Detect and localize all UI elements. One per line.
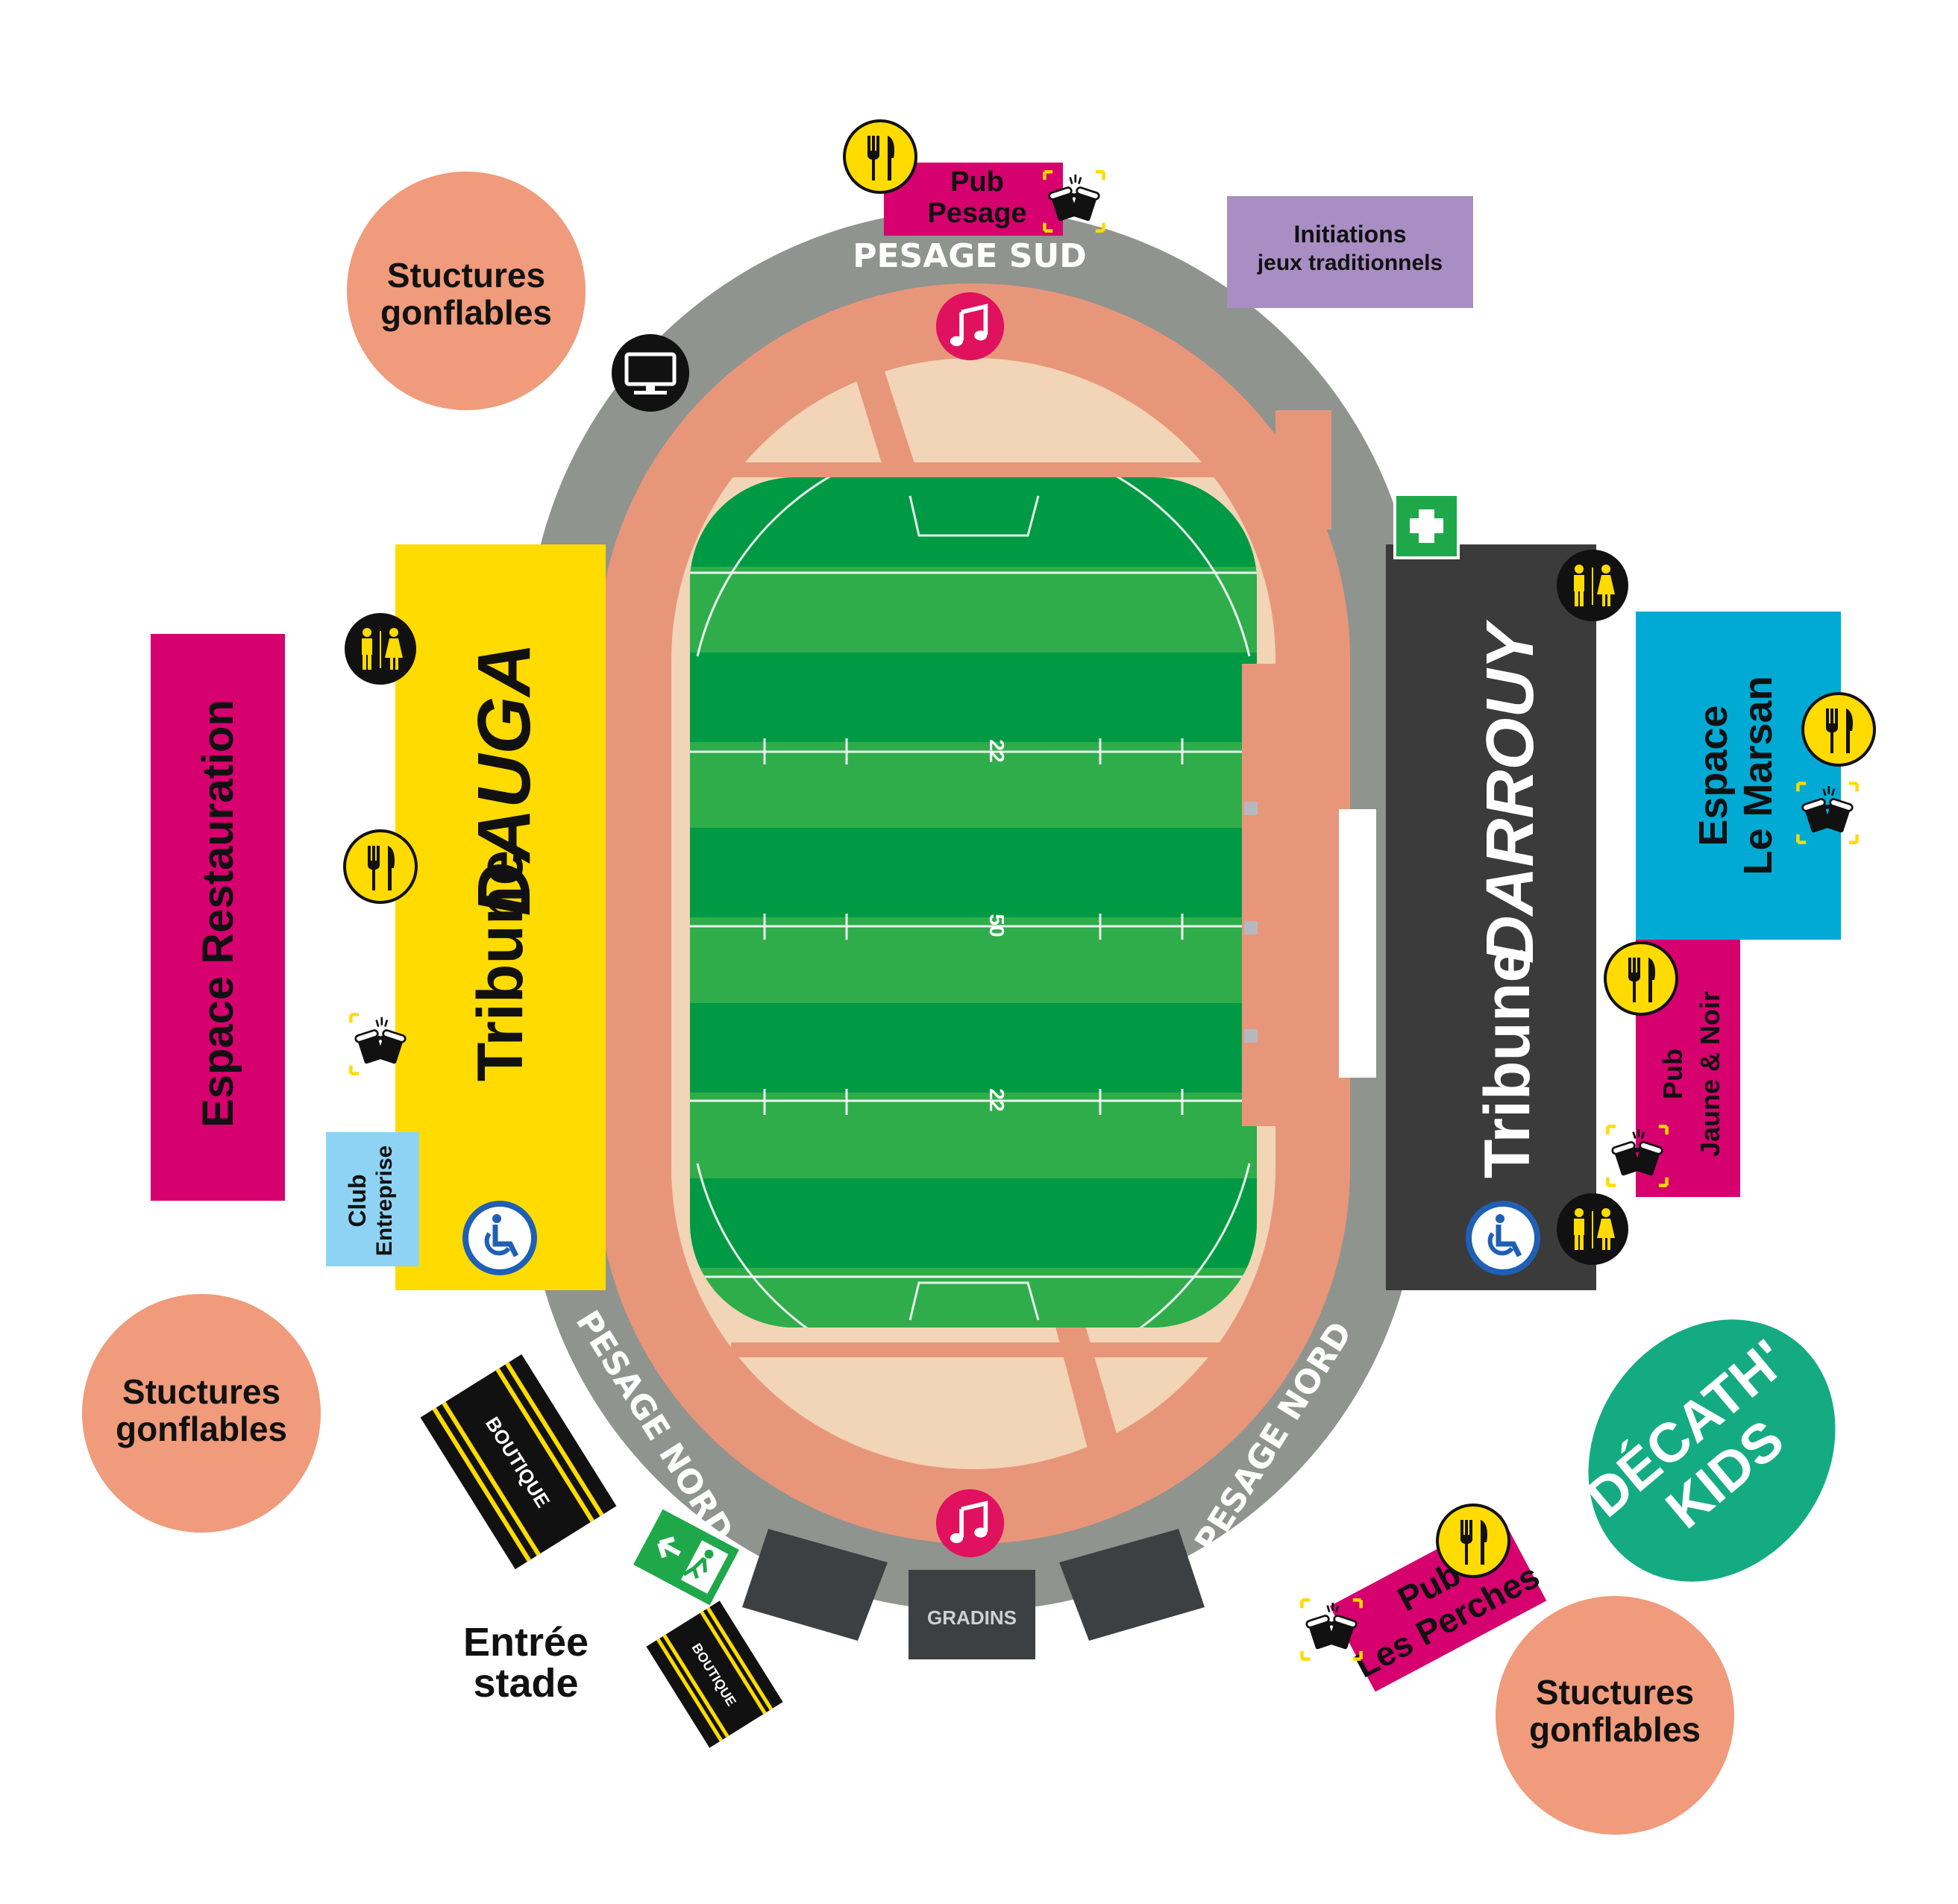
field-marker-50: 50 bbox=[985, 914, 1008, 937]
espace-le-marsan-line2: Le Marsan bbox=[1736, 676, 1780, 875]
boutique-2[interactable]: BOUTIQUE bbox=[646, 1600, 783, 1748]
pub-jaune-noir-line2: Jaune & Noir bbox=[1695, 991, 1725, 1157]
structures-left-line1: Stuctures bbox=[122, 1372, 280, 1411]
music-note-icon[interactable] bbox=[936, 1489, 1004, 1557]
entree-stade-line2: stade bbox=[473, 1661, 578, 1706]
structures-left-line2: gonflables bbox=[116, 1410, 287, 1448]
entree-stade[interactable]: Entrée stade bbox=[463, 1620, 589, 1706]
gradins-block-right bbox=[1059, 1529, 1205, 1641]
gradins-block-center bbox=[909, 1570, 1035, 1659]
structures-gonflables-right[interactable]: Stuctures gonflables bbox=[1496, 1596, 1734, 1835]
fork-knife-icon[interactable] bbox=[343, 829, 418, 904]
fork-knife-icon[interactable] bbox=[1436, 1504, 1510, 1578]
tribune-darrouy-label: Tribune bbox=[1472, 947, 1543, 1179]
structures-right-line1: Stuctures bbox=[1536, 1673, 1694, 1712]
field-marker-22-bottom: 22 bbox=[985, 1088, 1008, 1111]
boutique-1[interactable]: BOUTIQUE bbox=[420, 1354, 617, 1570]
tribune-dauga-name: DAUGA bbox=[462, 643, 546, 917]
club-entreprise[interactable]: Club Entreprise bbox=[326, 1132, 419, 1266]
structures-gonflables-top[interactable]: Stuctures gonflables bbox=[347, 172, 586, 410]
wheelchair-icon[interactable] bbox=[465, 1204, 534, 1272]
field-marker-22-top: 22 bbox=[985, 739, 1008, 762]
pub-pesage-line2: Pesage bbox=[927, 198, 1026, 229]
entree-stade-line1: Entrée bbox=[463, 1620, 589, 1665]
toilets-icon[interactable] bbox=[345, 613, 416, 685]
music-note-icon[interactable] bbox=[936, 292, 1004, 360]
structures-right-line2: gonflables bbox=[1529, 1710, 1701, 1749]
toilets-icon[interactable] bbox=[1557, 1193, 1628, 1265]
structures-top-line1: Stuctures bbox=[387, 256, 545, 295]
espace-restauration-label: Espace Restauration bbox=[194, 700, 242, 1128]
pub-jaune-noir-line1: Pub bbox=[1657, 1049, 1688, 1099]
pub-pesage-line1: Pub bbox=[950, 166, 1004, 198]
fork-knife-icon[interactable] bbox=[843, 119, 917, 194]
structures-top-line2: gonflables bbox=[380, 293, 552, 332]
club-entreprise-line2: Entreprise bbox=[372, 1146, 397, 1256]
espace-restauration[interactable]: Espace Restauration bbox=[151, 634, 285, 1201]
structures-gonflables-left[interactable]: Stuctures gonflables bbox=[82, 1294, 321, 1533]
tribune-dauga-label: Tribune bbox=[465, 850, 536, 1082]
tv-screen-icon[interactable] bbox=[612, 334, 689, 412]
first-aid-icon[interactable] bbox=[1393, 493, 1460, 559]
fork-knife-icon[interactable] bbox=[1801, 692, 1876, 767]
stadium: 22 50 22 GRADINS PESAGE SUD PESAGE NORD … bbox=[527, 209, 1420, 1659]
initiations-line1: Initiations bbox=[1293, 221, 1406, 248]
gradins-block-left bbox=[742, 1529, 888, 1641]
tribune-dauga[interactable]: Tribune DAUGA bbox=[395, 544, 606, 1290]
wheelchair-icon[interactable] bbox=[1469, 1204, 1537, 1272]
pesage-sud-label: PESAGE SUD bbox=[853, 237, 1086, 275]
tribune-darrouy-name: DARROUY bbox=[1473, 620, 1548, 964]
gradins-label: GRADINS bbox=[927, 1606, 1017, 1629]
toilets-icon[interactable] bbox=[1557, 550, 1628, 621]
pub-pesage[interactable]: Pub Pesage bbox=[884, 163, 1063, 236]
tribune-darrouy[interactable]: Tribune DARROUY bbox=[1386, 544, 1596, 1290]
espace-le-marsan[interactable]: Espace Le Marsan bbox=[1636, 612, 1841, 940]
fork-knife-icon[interactable] bbox=[1604, 941, 1678, 1016]
decath-kids[interactable]: DÉCATH' KIDS bbox=[1538, 1272, 1886, 1630]
rugby-field: 22 50 22 bbox=[690, 477, 1257, 1328]
initiations-line2: jeux traditionnels bbox=[1257, 251, 1443, 275]
club-entreprise-line1: Club bbox=[344, 1174, 371, 1227]
espace-le-marsan-line1: Espace bbox=[1691, 705, 1736, 846]
initiations-jeux-traditionnels[interactable]: Initiations jeux traditionnels bbox=[1227, 196, 1473, 308]
emergency-exit-icon[interactable] bbox=[633, 1509, 739, 1606]
